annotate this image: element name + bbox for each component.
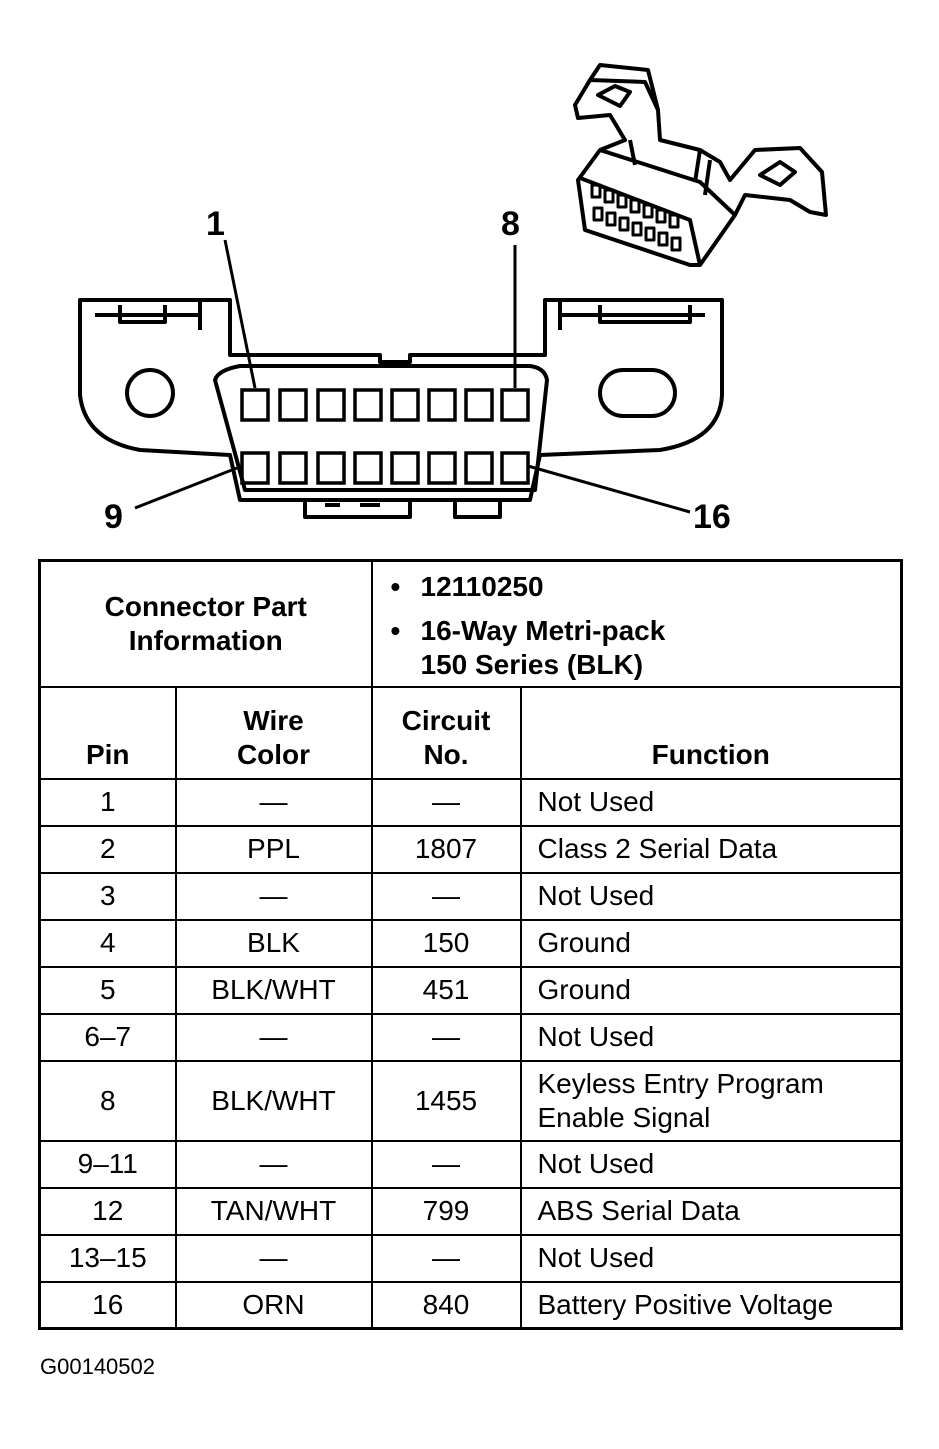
connector-diagram: 1 8 9 16 [78, 63, 828, 536]
wire-color-cell: PPL [174, 824, 373, 874]
function-cell: Not Used [519, 871, 903, 921]
circuit-cell: — [370, 1139, 522, 1189]
pin-label-8: 8 [501, 205, 520, 243]
function-cell: Not Used [519, 1139, 903, 1189]
table-row: 9–11——Not Used [38, 1139, 903, 1189]
function-cell: Ground [519, 918, 903, 968]
circuit-cell: — [370, 871, 522, 921]
function-cell: Ground [519, 965, 903, 1015]
part-number: 12110250 [391, 570, 901, 604]
header-pin: Pin [38, 685, 177, 780]
table-row: 13–15——Not Used [38, 1233, 903, 1283]
circuit-cell: — [370, 1233, 522, 1283]
pin-cell: 1 [38, 777, 177, 827]
circuit-cell: 451 [370, 965, 522, 1015]
pin-cell: 5 [38, 965, 177, 1015]
circuit-cell: — [370, 1012, 522, 1062]
function-cell: Not Used [519, 777, 903, 827]
wire-color-cell: TAN/WHT [174, 1186, 373, 1236]
pin-cell: 9–11 [38, 1139, 177, 1189]
connector-face-outline [78, 298, 724, 519]
pin-row-bottom [240, 451, 530, 485]
circuit-cell: 1455 [370, 1059, 522, 1142]
part-series: 150 Series (BLK) [420, 649, 644, 680]
reference-code: G00140502 [40, 1354, 155, 1379]
pin-cell: 6–7 [38, 1012, 177, 1062]
wire-color-cell: — [174, 777, 373, 827]
function-cell: Not Used [519, 1233, 903, 1283]
pin-row-top [240, 388, 530, 422]
pin-cell: 2 [38, 824, 177, 874]
wire-color-cell: BLK/WHT [174, 965, 373, 1015]
wire-color-cell: BLK/WHT [174, 1059, 373, 1142]
pin-cell: 16 [38, 1280, 177, 1330]
wire-color-cell: — [174, 1233, 373, 1283]
connector-3d-illustration [573, 63, 828, 267]
function-cell: Class 2 Serial Data [519, 824, 903, 874]
circuit-cell: 150 [370, 918, 522, 968]
connector-part-info: 12110250 16-Way Metri-pack 150 Series (B… [370, 559, 903, 688]
function-cell: Not Used [519, 1012, 903, 1062]
wire-color-cell: — [174, 871, 373, 921]
wire-color-cell: BLK [174, 918, 373, 968]
pin-cell: 4 [38, 918, 177, 968]
connector-part-row: Connector Part Information 12110250 16-W… [38, 559, 903, 688]
pin-cell: 12 [38, 1186, 177, 1236]
connector-pinout-table: Connector Part Information 12110250 16-W… [38, 559, 904, 1330]
table-row: 1——Not Used [38, 777, 903, 827]
function-cell: ABS Serial Data [519, 1186, 903, 1236]
circuit-cell: 799 [370, 1186, 522, 1236]
pin-cell: 3 [38, 871, 177, 921]
pin-label-9: 9 [104, 498, 123, 536]
circuit-cell: 1807 [370, 824, 522, 874]
table-row: 6–7——Not Used [38, 1012, 903, 1062]
pin-label-16: 16 [693, 498, 731, 536]
wire-color-cell: — [174, 1139, 373, 1189]
part-type: 16-Way Metri-pack [391, 614, 901, 648]
wire-color-cell: — [174, 1012, 373, 1062]
connector-part-label: Connector Part Information [38, 559, 373, 688]
circuit-cell: — [370, 777, 522, 827]
pin-cell: 13–15 [38, 1233, 177, 1283]
leader-lines [134, 239, 691, 514]
pin-cell: 8 [38, 1059, 177, 1142]
circuit-cell: 840 [370, 1280, 522, 1330]
table-row: 3——Not Used [38, 871, 903, 921]
header-function: Function [519, 685, 903, 780]
wire-color-cell: ORN [174, 1280, 373, 1330]
pin-label-1: 1 [206, 205, 225, 243]
function-cell: Battery Positive Voltage [519, 1280, 903, 1330]
